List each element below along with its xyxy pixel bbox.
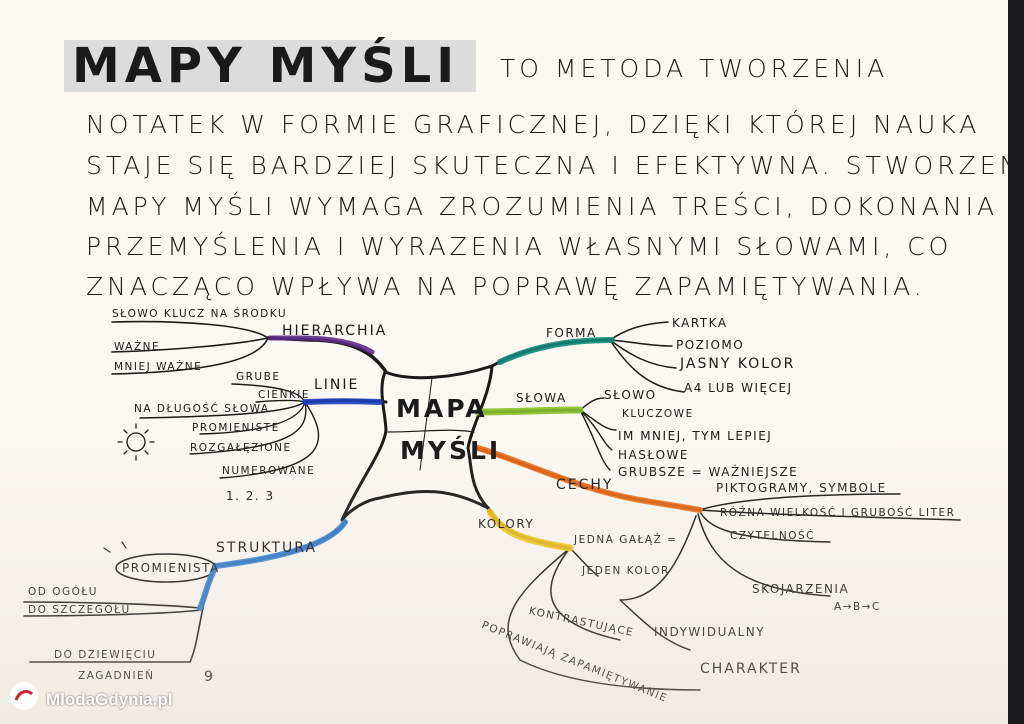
- forma-item-1: KARTKA: [672, 316, 728, 330]
- struktura-item-3: DO DZIEWIĘCIU: [54, 649, 157, 661]
- slowa-item-1: SŁOWO: [604, 388, 657, 402]
- dark-background-edge: [1008, 0, 1024, 724]
- slowa-item-3: IM MNIEJ, TYM LEPIEJ: [618, 429, 773, 443]
- linie-item-2: CIENKIE: [258, 389, 311, 401]
- cechy-item-1: PIKTOGRAMY, SYMBOLE: [716, 481, 887, 495]
- branch-label-hierarchia: HIERARCHIA: [282, 323, 388, 339]
- watermark-logo-icon: [10, 682, 38, 710]
- intro-line-1: NOTATEK W FORMIE GRAFICZNEJ, DZIĘKI KTÓR…: [86, 110, 981, 139]
- linie-numbering: 1. 2. 3: [226, 489, 275, 503]
- struktura-item-1: OD OGÓŁU: [28, 586, 98, 598]
- slowa-item-5: GRUBSZE = WAŻNIEJSZE: [618, 465, 799, 479]
- sun-icon: [117, 423, 155, 461]
- struktura-item-2: DO SZCZEGÓŁU: [28, 604, 131, 616]
- slowa-color: [474, 406, 584, 416]
- cechy-item-2: RÓŻNA WIELKOŚĆ I GRUBOŚĆ LITER: [720, 507, 956, 519]
- hierarchia-item-3: MNIEJ WAŻNE: [114, 361, 203, 373]
- forma-item-2: POZIOMO: [676, 338, 745, 352]
- center-word-mysli: MYŚLI: [400, 436, 502, 465]
- center-divider: [419, 377, 433, 471]
- forma-color: [497, 337, 615, 365]
- branch-label-linie: LINIE: [314, 377, 360, 393]
- slowa-item-2: KLUCZOWE: [622, 408, 694, 420]
- kolory-item-2: JEDEN KOLOR: [582, 565, 670, 577]
- slowa-item-4: HASŁOWE: [618, 448, 689, 462]
- cechy-color: [475, 445, 703, 513]
- intro-line-2: STAJE SIĘ BARDZIEJ SKUTECZNA I EFEKTYWNA…: [86, 151, 1008, 180]
- linie-item-3: NA DŁUGOŚĆ SŁOWA: [134, 403, 270, 415]
- center-word-mapa: MAPA: [396, 394, 488, 423]
- intro-line-4: PRZEMYŚLENIA I WYRAZENIA WŁASNYMI SŁOWAM…: [86, 232, 953, 261]
- kolory-item-1: JEDNA GAŁĄŹ =: [574, 534, 678, 546]
- title-main: MAPY MYŚLI: [72, 38, 460, 94]
- hierarchia-item-2: WAŻNE: [114, 341, 161, 353]
- cechy-item-4: SKOJARZENIA: [752, 582, 850, 596]
- struktura-color: [197, 519, 348, 611]
- branch-label-slowa: SŁOWA: [516, 391, 567, 405]
- title-highlight: [64, 40, 476, 92]
- forma-item-4: A4 LUB WIĘCEJ: [684, 381, 793, 395]
- hierarchia-color: [267, 335, 375, 355]
- linie-item-1: GRUBE: [236, 371, 281, 383]
- cechy-item-3: CZYTELNOŚĆ: [730, 530, 815, 542]
- cechy-arrows: A→B→C: [834, 601, 881, 613]
- linie-item-6: NUMEROWANE: [222, 465, 316, 477]
- struktura-bubble-text: PROMIENISTA: [122, 561, 220, 575]
- branch-label-struktura: STRUKTURA: [216, 540, 318, 556]
- branch-label-cechy: CECHY: [556, 477, 614, 493]
- kolory-color: [486, 508, 574, 552]
- title-continuation: TO METODA TWORZENIA: [500, 54, 889, 83]
- struktura-number: 9: [204, 669, 215, 685]
- branch-label-kolory: KOLORY: [478, 517, 535, 531]
- hierarchia-item-1: SŁOWO KLUCZ NA ŚRODKU: [112, 308, 288, 320]
- forma-item-3: JASNY KOLOR: [680, 356, 796, 372]
- linie-color: [302, 398, 383, 405]
- branch-label-forma: FORMA: [546, 326, 597, 340]
- center-divider-2: [387, 429, 475, 433]
- intro-line-3: MAPY MYŚLI WYMAGA ZROZUMIENIA TREŚCI, DO…: [86, 192, 1008, 221]
- cechy-item-6: CHARAKTER: [700, 661, 802, 677]
- branch-hierarchia: [266, 336, 388, 374]
- watermark-text: MlodaGdynia.pl: [46, 690, 173, 709]
- cechy-item-5: INDYWIDUALNY: [654, 625, 766, 639]
- linie-item-4: PROMIENISTE: [192, 422, 280, 434]
- linie-item-5: ROZGAŁĘZIONE: [190, 442, 292, 454]
- struktura-item-4: ZAGADNIEŃ: [78, 670, 155, 682]
- intro-line-5: ZNACZĄCO WPŁYWA NA POPRAWĘ ZAPAMIĘTYWANI…: [86, 272, 926, 301]
